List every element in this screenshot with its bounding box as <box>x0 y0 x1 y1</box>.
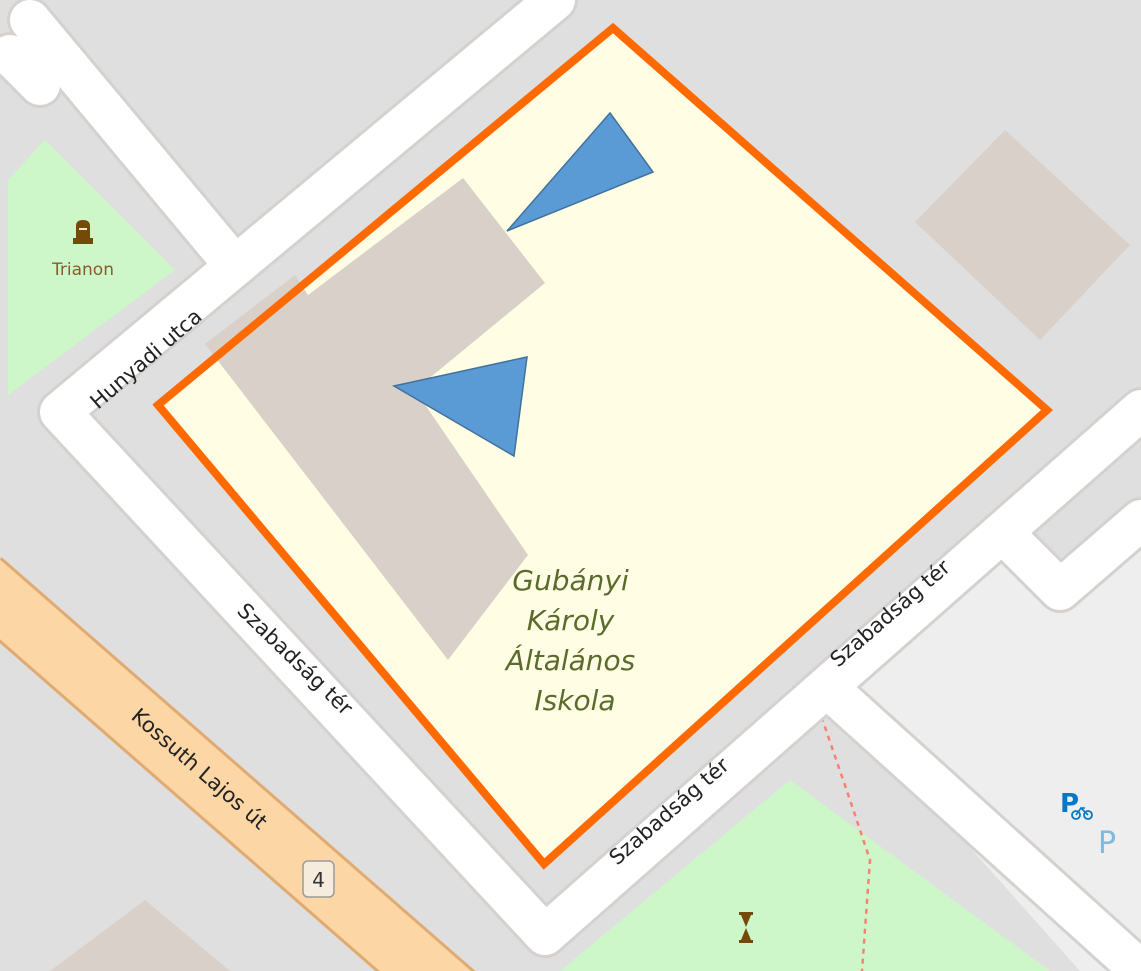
school-name-line-4: Iskola <box>534 684 615 717</box>
triangle-marker-upper[interactable] <box>506 111 655 232</box>
park-trianon <box>8 140 175 395</box>
school-name-line-2: Károly <box>527 604 615 637</box>
memorial-icon[interactable] <box>73 220 93 244</box>
route-shield-number: 4 <box>312 868 325 892</box>
route-shield: 4 <box>302 860 335 898</box>
bicycle-parking-icon[interactable]: P <box>1060 789 1093 820</box>
parking-label[interactable]: P <box>1098 826 1116 861</box>
triangle-marker-lower[interactable] <box>391 356 528 458</box>
school-name-line-3: Általános <box>504 643 635 677</box>
school-name-line-1: Gubányi <box>512 564 629 597</box>
school-boundary <box>152 22 1054 870</box>
building-bottom-left <box>50 900 230 971</box>
building-right <box>915 130 1130 340</box>
school-name: Gubányi Károly Általános Iskola <box>504 564 644 717</box>
footpath <box>813 697 872 971</box>
school-area[interactable] <box>158 28 1047 864</box>
parking-area <box>830 545 1141 971</box>
primary-road-kossuth[interactable] <box>0 559 471 971</box>
memorial-label: Trianon <box>51 260 114 280</box>
park-bottom <box>560 780 1050 971</box>
hourglass-monument-icon[interactable] <box>739 912 753 943</box>
